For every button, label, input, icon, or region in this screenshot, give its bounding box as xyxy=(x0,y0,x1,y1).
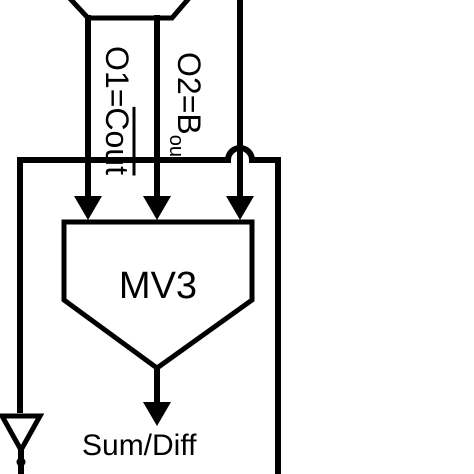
o1-overline-text: Cout xyxy=(99,107,135,175)
o1-prefix: O1= xyxy=(99,46,135,107)
upstream-block-bottom xyxy=(67,0,191,21)
mv3-label: MV3 xyxy=(119,265,197,307)
o1-label: O1=Cout xyxy=(99,46,136,176)
o1-label-text: O1=Cout xyxy=(99,46,135,175)
feedback-bus xyxy=(17,145,281,474)
mv3-block xyxy=(61,219,255,372)
o1-arrowhead xyxy=(74,196,102,220)
o2-subscript: out xyxy=(165,135,187,163)
o2-label-text: O2=Bout xyxy=(165,52,207,163)
input3-arrowhead xyxy=(226,196,254,220)
o2-label: O2=Bout xyxy=(165,52,207,163)
o2-arrowhead xyxy=(143,196,171,220)
buffer-triangle xyxy=(0,413,45,456)
sum-diff-label: Sum/Diff xyxy=(82,429,197,462)
mv3-output-arrowhead xyxy=(143,402,171,426)
o2-prefix: O2=B xyxy=(171,52,207,135)
junction-dot xyxy=(16,457,26,467)
